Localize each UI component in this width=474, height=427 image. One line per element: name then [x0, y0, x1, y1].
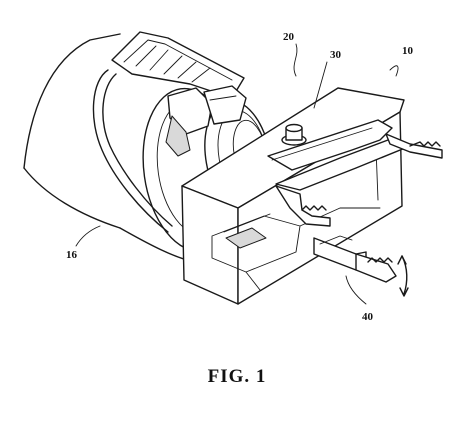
ref-30: 30 [330, 49, 342, 61]
handle-wire [92, 69, 173, 233]
leader-lines [75, 43, 409, 305]
ref-20: 20 [283, 31, 295, 43]
ref-40: 40 [362, 311, 374, 323]
terminal-bar [275, 133, 443, 227]
ref-16: 16 [66, 249, 78, 261]
movable-contact [313, 235, 397, 283]
ref-10: 10 [402, 45, 414, 57]
top-bracket [111, 31, 247, 157]
figure-caption: FIG. 1 [207, 366, 267, 387]
